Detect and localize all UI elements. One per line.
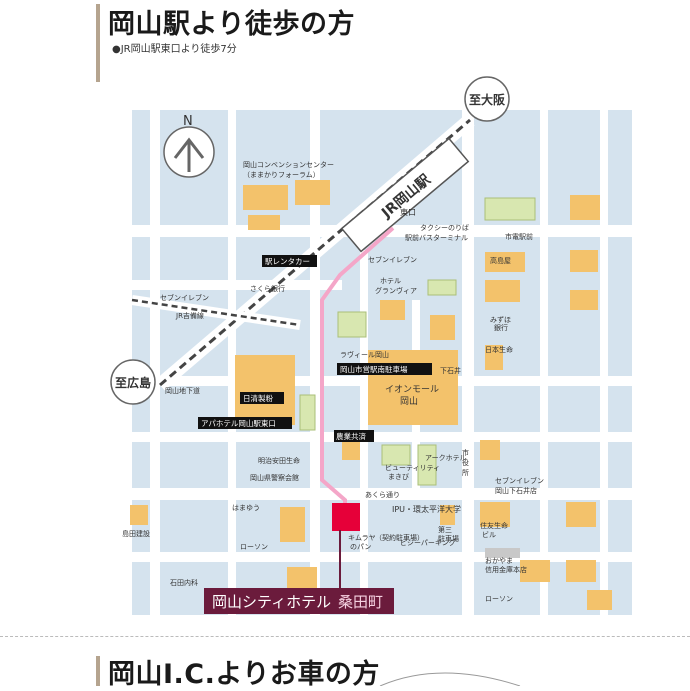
gray-buildings xyxy=(485,548,520,558)
svg-text:ビジーパーキング: ビジーパーキング xyxy=(400,538,456,547)
svg-text:タクシーのりば: タクシーのりば xyxy=(420,223,469,232)
svg-text:農業共済: 農業共済 xyxy=(336,431,366,441)
svg-text:イオンモール: イオンモール xyxy=(385,384,439,395)
svg-text:駅レンタカー: 駅レンタカー xyxy=(265,257,310,266)
svg-text:日本生命: 日本生命 xyxy=(485,345,513,354)
svg-text:駐車場: 駐車場 xyxy=(438,534,459,543)
svg-text:所: 所 xyxy=(462,468,469,477)
svg-text:おかやま: おかやま xyxy=(485,557,513,565)
svg-text:駅前バスターミナル: 駅前バスターミナル xyxy=(405,233,468,242)
svg-text:（ままかりフォーラム）: （ままかりフォーラム） xyxy=(243,171,320,179)
aeon-mall xyxy=(368,350,458,425)
svg-text:日清製粉: 日清製粉 xyxy=(243,393,273,403)
svg-text:セブンイレブン: セブンイレブン xyxy=(495,476,544,485)
svg-text:アパホテル岡山駅東口: アパホテル岡山駅東口 xyxy=(201,418,276,428)
walk-subtitle: ●JR岡山駅東口より徒歩7分 xyxy=(112,44,237,55)
svg-text:岡山下石井店: 岡山下石井店 xyxy=(495,486,537,495)
svg-text:岡山市営駅南駐車場: 岡山市営駅南駐車場 xyxy=(340,364,408,374)
svg-text:岡山県警察会館: 岡山県警察会館 xyxy=(250,473,299,482)
svg-text:信用金庫本店: 信用金庫本店 xyxy=(485,565,527,574)
svg-text:第三: 第三 xyxy=(438,525,452,534)
svg-text:グランヴィア: グランヴィア xyxy=(375,286,417,295)
svg-text:至大阪: 至大阪 xyxy=(469,92,506,107)
svg-text:至広島: 至広島 xyxy=(115,375,151,390)
svg-text:あくら通り: あくら通り xyxy=(365,490,400,499)
svg-text:（契約駐車場）: （契約駐車場） xyxy=(375,533,424,542)
svg-text:岡山: 岡山 xyxy=(400,396,418,407)
to-osaka-marker: 至大阪 xyxy=(464,76,510,122)
boxed-labels: 駅レンタカー 岡山市営駅南駐車場 アパホテル岡山駅東口 農業共済 日清製粉 xyxy=(198,255,432,442)
hotel-banner: 岡山シティホテル 桑田町 xyxy=(204,588,394,614)
svg-text:島田建設: 島田建設 xyxy=(122,529,150,538)
section-title-car: 岡山I.C.よりお車の方 xyxy=(108,659,380,690)
svg-text:銀行: 銀行 xyxy=(494,323,508,332)
takashimaya-building xyxy=(485,252,525,272)
nissin-building xyxy=(235,355,295,425)
svg-text:ホテル: ホテル xyxy=(380,277,401,285)
svg-text:役: 役 xyxy=(462,458,469,467)
svg-text:ビル: ビル xyxy=(482,530,496,539)
green-buildings xyxy=(299,197,536,486)
hotel-name-accent: 桑田町 xyxy=(338,593,383,611)
convention-building xyxy=(243,185,288,210)
walking-route xyxy=(320,226,395,510)
svg-text:市電駅前: 市電駅前 xyxy=(505,232,533,241)
svg-text:セブンイレブン: セブンイレブン xyxy=(368,255,417,264)
svg-text:ラヴィール岡山: ラヴィール岡山 xyxy=(340,350,389,359)
svg-text:住友生命: 住友生命 xyxy=(480,521,508,530)
hotel-building xyxy=(332,503,360,531)
north-arrow: N xyxy=(163,114,215,178)
svg-text:ローソン: ローソン xyxy=(485,595,513,603)
svg-text:市: 市 xyxy=(462,448,469,457)
hotel-name-label: 岡山シティホテル xyxy=(212,593,331,611)
section-accent-bar-2 xyxy=(96,656,100,686)
svg-text:さくら銀行: さくら銀行 xyxy=(250,284,285,293)
svg-text:ローソン: ローソン xyxy=(240,543,268,551)
section-accent-bar xyxy=(96,4,100,82)
svg-text:明治安田生命: 明治安田生命 xyxy=(258,456,300,465)
svg-text:高島屋: 高島屋 xyxy=(490,256,511,265)
svg-text:石田内科: 石田内科 xyxy=(170,578,198,587)
east-exit-label: 東口 xyxy=(400,207,416,217)
svg-text:まきび: まきび xyxy=(388,473,409,481)
svg-text:IPU・環太平洋大学: IPU・環太平洋大学 xyxy=(392,504,461,514)
section-title-walk: 岡山駅より徒歩の方 xyxy=(108,9,355,40)
buildings xyxy=(130,180,612,610)
svg-text:みずほ: みずほ xyxy=(490,315,511,324)
svg-text:岡山地下道: 岡山地下道 xyxy=(165,386,200,395)
svg-text:アークホテル: アークホテル xyxy=(425,454,467,462)
to-hiroshima-marker: 至広島 xyxy=(110,359,156,405)
section-divider xyxy=(0,636,690,637)
svg-text:ビューティリティ: ビューティリティ xyxy=(385,463,440,472)
svg-text:セブンイレブン: セブンイレブン xyxy=(160,293,209,302)
svg-text:キムラヤ: キムラヤ xyxy=(348,534,376,542)
svg-text:はまゆう: はまゆう xyxy=(232,504,260,512)
convention-label: 岡山コンベンションセンター xyxy=(243,160,334,169)
north-label: N xyxy=(183,114,193,129)
svg-text:JR吉備線: JR吉備線 xyxy=(175,311,204,320)
svg-text:のパン: のパン xyxy=(350,543,371,551)
svg-text:下石井: 下石井 xyxy=(440,366,461,375)
